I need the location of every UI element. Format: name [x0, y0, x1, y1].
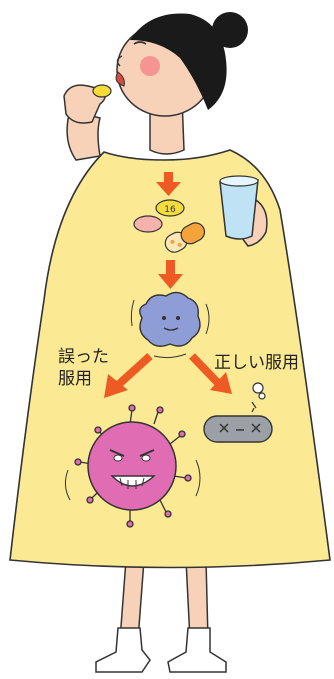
socks	[96, 628, 226, 672]
wrong-use-label-line2: 服用	[58, 368, 109, 390]
cheek	[140, 56, 160, 76]
woman-head	[116, 12, 248, 116]
wrong-use-label: 誤った 服用	[58, 346, 109, 390]
hair-bun	[212, 12, 248, 48]
pill-in-hand	[93, 85, 111, 97]
water-glass	[220, 180, 258, 239]
wrong-use-label-line1: 誤った	[58, 346, 109, 368]
pill-pink	[134, 216, 162, 232]
correct-use-label: 正しい服用	[214, 352, 299, 374]
svg-text:16: 16	[164, 205, 176, 215]
left-arm	[64, 85, 111, 160]
